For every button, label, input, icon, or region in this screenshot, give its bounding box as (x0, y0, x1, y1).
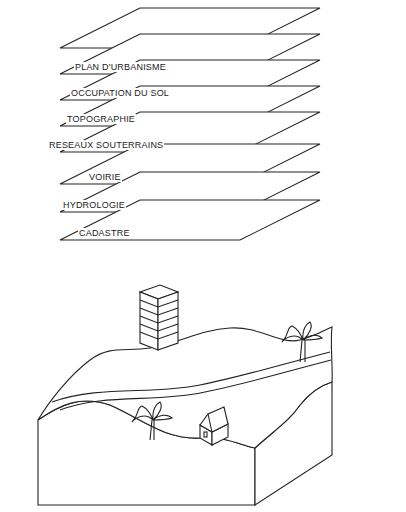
river-bank (60, 360, 331, 410)
block-front (38, 401, 255, 505)
house (200, 407, 228, 445)
layer-label: HYDROLOGIE (62, 200, 126, 210)
building (140, 285, 178, 350)
terrain-surface (38, 327, 332, 448)
layer-label: VOIRIE (88, 172, 122, 182)
palm-tree (132, 402, 172, 440)
layer-label: RESEAUX SOUTERRAINS (48, 140, 164, 150)
layer-label: CADASTRE (78, 228, 131, 238)
palm-tree (282, 322, 322, 362)
layer-label: OCCUPATION DU SOL (70, 88, 170, 98)
layer-label: TOPOGRAPHIE (66, 114, 136, 124)
layer-label: PLAN D'URBANISME (74, 62, 167, 72)
